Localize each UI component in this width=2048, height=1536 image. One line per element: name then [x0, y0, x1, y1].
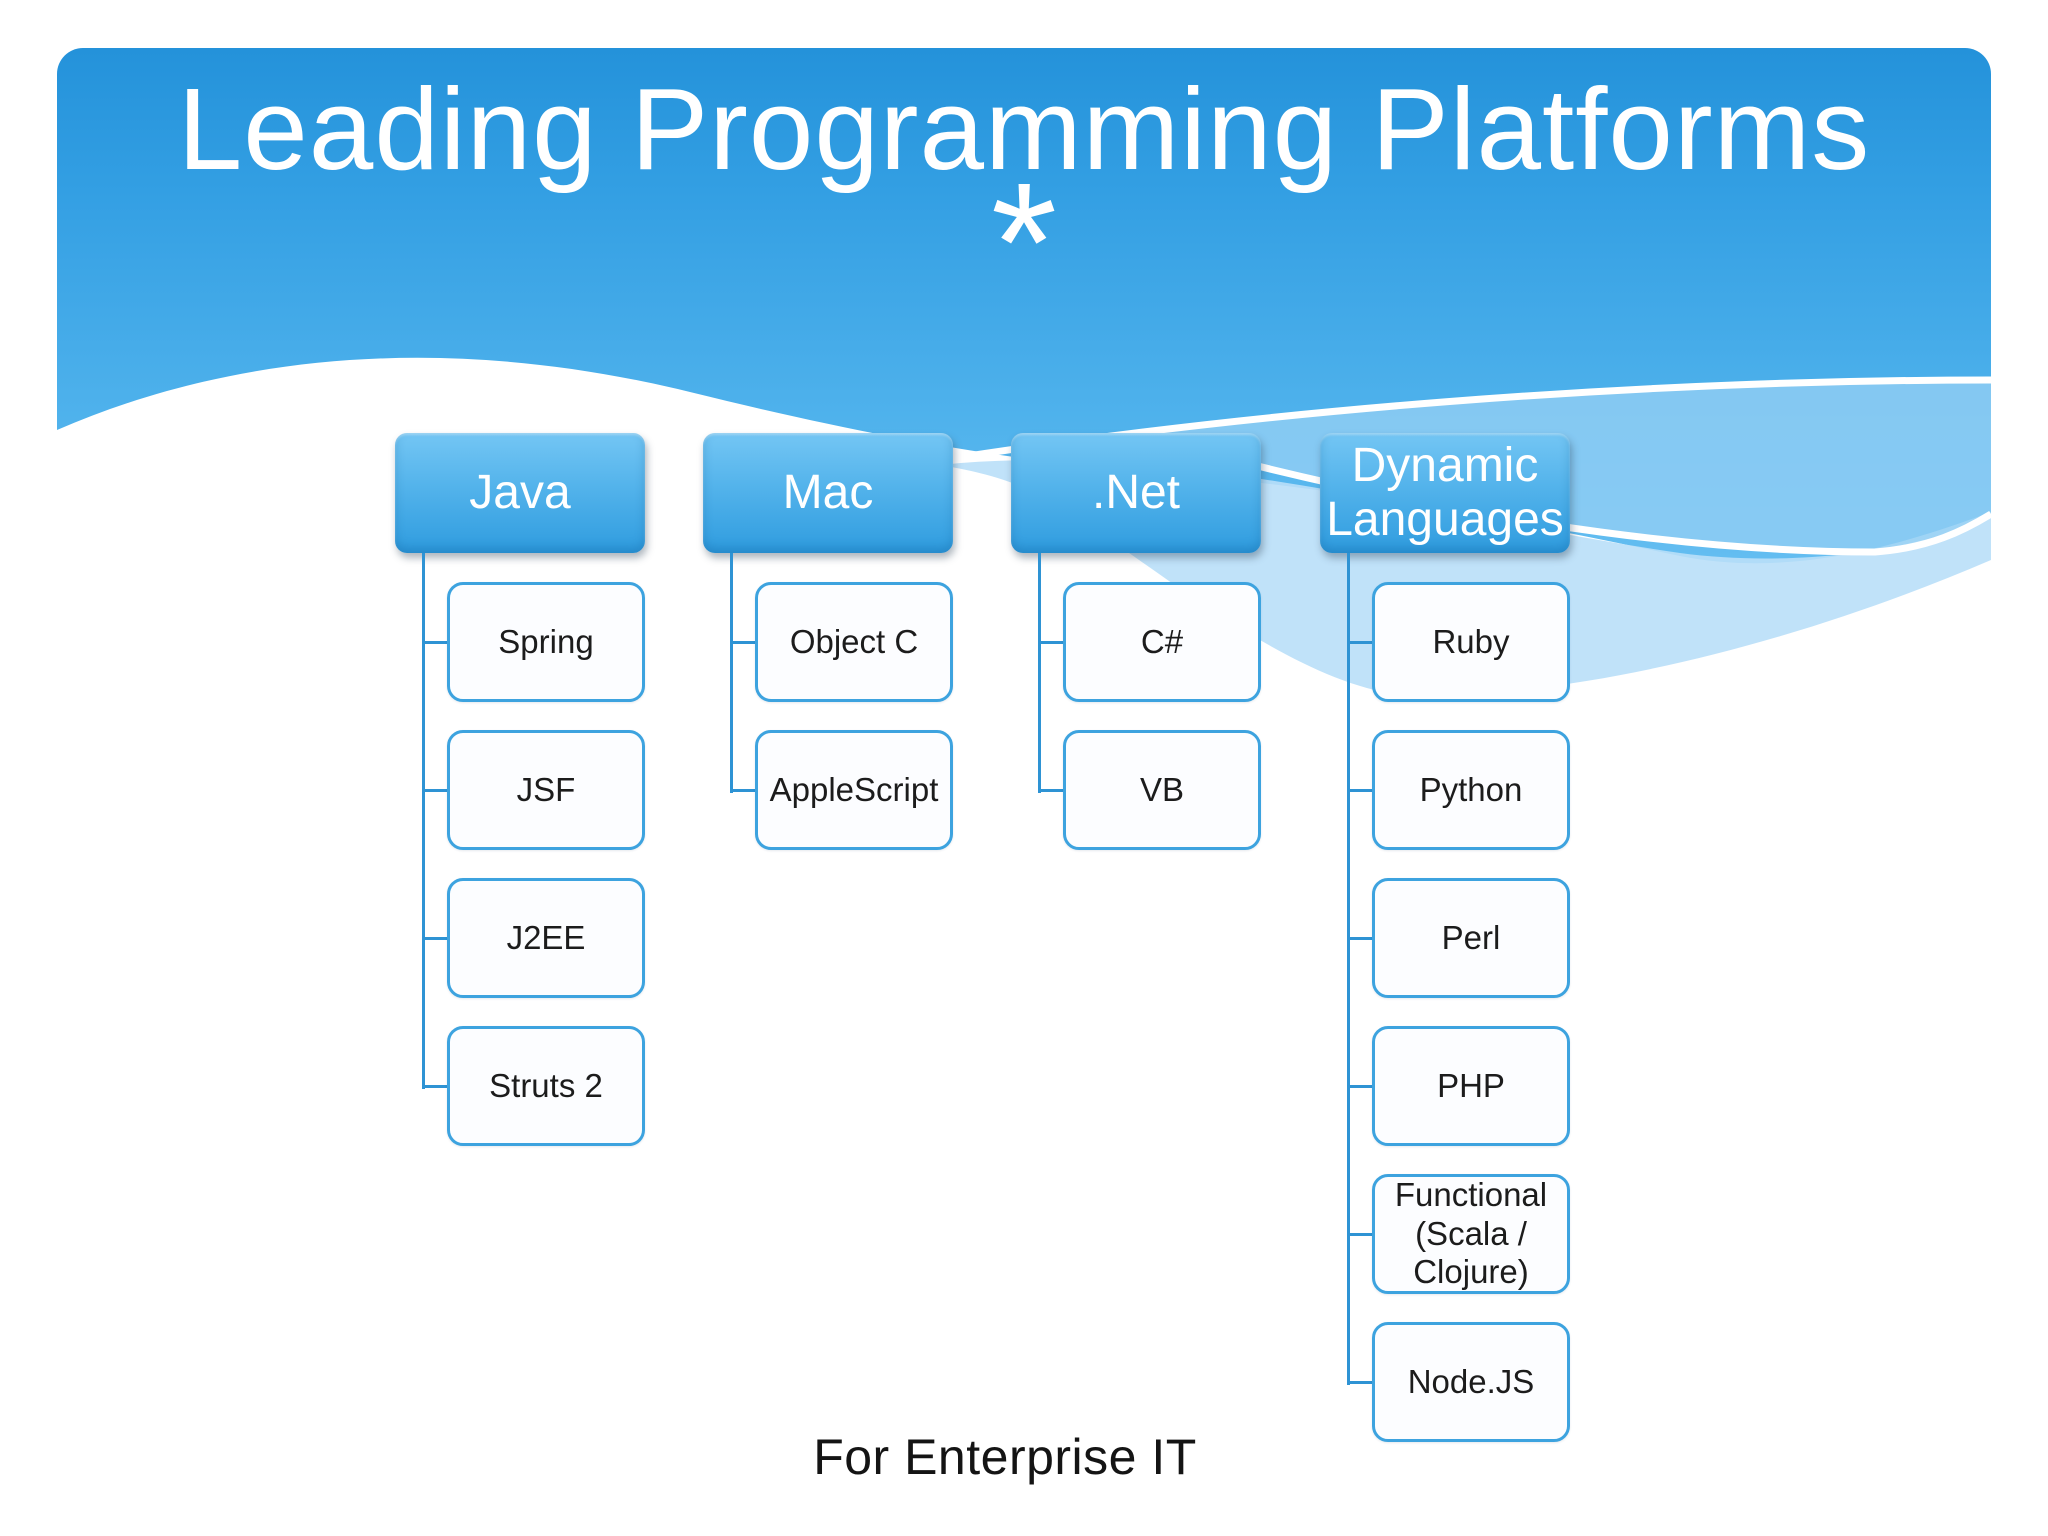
connector-stub-python [1347, 789, 1373, 792]
leaf-node-functional-scala-clojure: Functional (Scala / Clojure) [1372, 1174, 1570, 1294]
title-asterisk-mark: * [990, 148, 1058, 338]
leaf-node-spring: Spring [447, 582, 645, 702]
footer-caption: For Enterprise IT [813, 1429, 1197, 1485]
connector-stub-vb [1038, 789, 1064, 792]
leaf-node-ruby: Ruby [1372, 582, 1570, 702]
connector-stub-j2ee [422, 937, 448, 940]
connector-stub-applescript [730, 789, 756, 792]
category-node-dynamic-languages: Dynamic Languages [1320, 433, 1570, 553]
category-node-java: Java [395, 433, 645, 553]
connector-stub-perl [1347, 937, 1373, 940]
leaf-node-j2ee: J2EE [447, 878, 645, 998]
connector-trunk-mac [730, 553, 733, 793]
category-node-net: .Net [1011, 433, 1261, 553]
connector-stub-functional-scala-clojure [1347, 1233, 1373, 1236]
category-node-mac: Mac [703, 433, 953, 553]
leaf-node-struts-2: Struts 2 [447, 1026, 645, 1146]
leaf-node-python: Python [1372, 730, 1570, 850]
connector-stub-node-js [1347, 1381, 1373, 1384]
leaf-node-node-js: Node.JS [1372, 1322, 1570, 1442]
connector-trunk-java [422, 553, 425, 1089]
leaf-node-jsf: JSF [447, 730, 645, 850]
leaf-node-object-c: Object C [755, 582, 953, 702]
slide-title: Leading Programming Platforms [177, 64, 1871, 194]
leaf-node-php: PHP [1372, 1026, 1570, 1146]
connector-stub-php [1347, 1085, 1373, 1088]
connector-stub-ruby [1347, 641, 1373, 644]
connector-stub-spring [422, 641, 448, 644]
leaf-node-vb: VB [1063, 730, 1261, 850]
leaf-node-applescript: AppleScript [755, 730, 953, 850]
connector-stub-c [1038, 641, 1064, 644]
connector-trunk-dynamic-languages [1347, 553, 1350, 1385]
connector-stub-jsf [422, 789, 448, 792]
leaf-node-c: C# [1063, 582, 1261, 702]
connector-trunk-net [1038, 553, 1041, 793]
connector-stub-struts-2 [422, 1085, 448, 1088]
leaf-node-perl: Perl [1372, 878, 1570, 998]
connector-stub-object-c [730, 641, 756, 644]
